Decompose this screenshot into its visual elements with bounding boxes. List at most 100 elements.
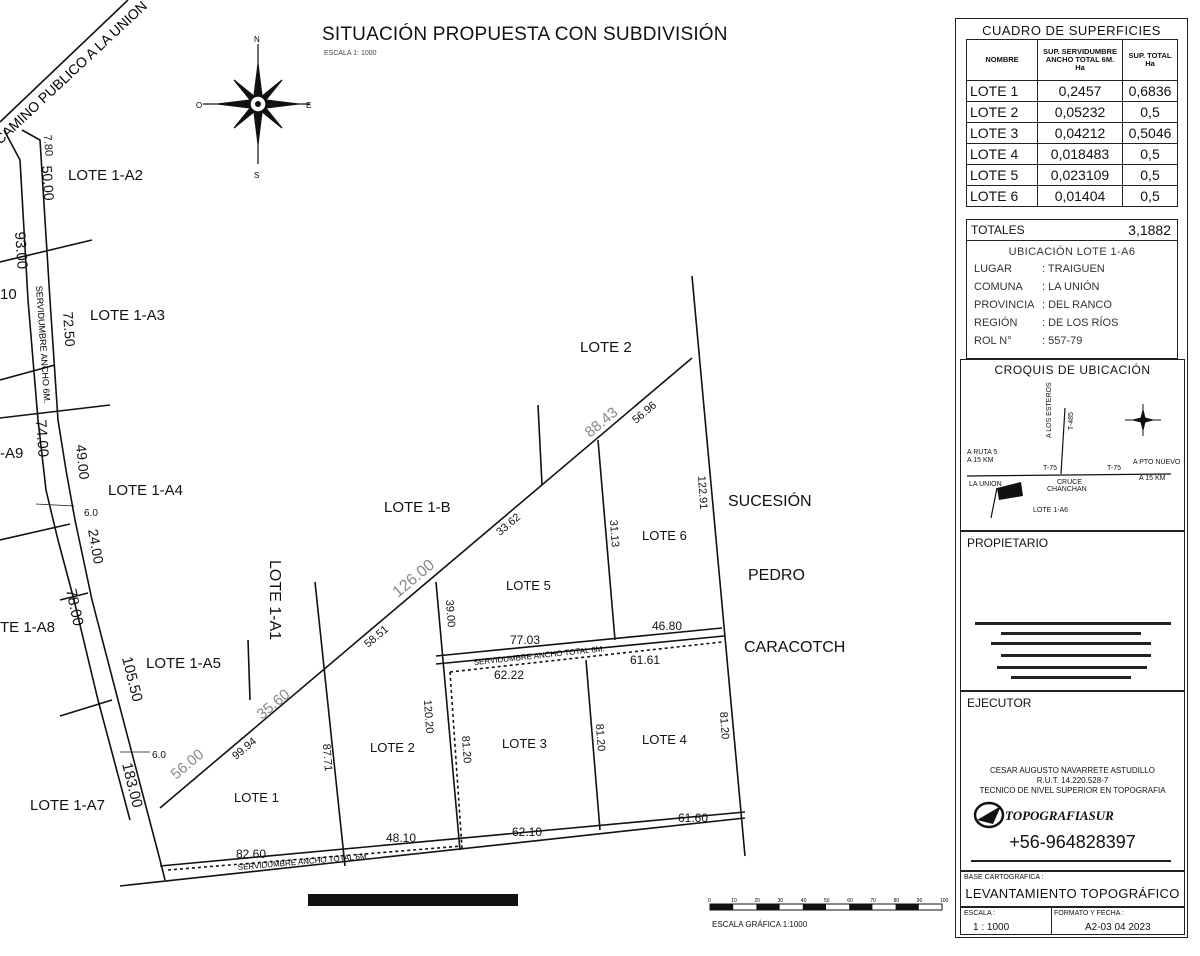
dim-label: 62.22 [494, 668, 524, 682]
scale-tick-label: 20 [754, 898, 760, 904]
croquis-title: CROQUIS DE UBICACIÓN [994, 363, 1151, 377]
total-cell: 0,5 [1122, 185, 1178, 207]
servidumbre-cell: 0,023109 [1037, 164, 1123, 186]
dim-label: 61.61 [630, 653, 660, 667]
parcel-line [59, 592, 89, 601]
ejecutor-rut: R.U.T. 14.220.528-7 [1036, 776, 1109, 785]
lote-name-cell: LOTE 5 [966, 164, 1038, 186]
lot-label-2: LOTE 2 [370, 740, 415, 755]
dim-label: 183.00 [118, 761, 146, 810]
croquis-label: CHANCHAN [1047, 486, 1087, 493]
servidumbre-line [159, 811, 746, 867]
lote-name-cell: LOTE 1 [966, 80, 1038, 102]
dim-label: 39.00 [443, 599, 457, 627]
neighbor-line-1: SUCESIÓN [728, 491, 812, 510]
dim-label: 77.03 [510, 633, 540, 647]
servidumbre-cell: 0,018483 [1037, 143, 1123, 165]
redacted-text [308, 894, 518, 906]
dim-label: 72.50 [60, 311, 78, 347]
lot-label-a5: LOTE 1-A5 [146, 655, 221, 672]
escala-cell: ESCALA : 1 : 1000 [961, 908, 1052, 934]
servidumbre-dashed [449, 641, 723, 673]
scale-tick-label: 70 [870, 898, 876, 904]
dim-label: 122.91 [695, 475, 709, 509]
scale-tick-label: 60 [847, 898, 853, 904]
redacted-text [997, 666, 1147, 669]
servidumbre-cell: 0,2457 [1037, 80, 1123, 102]
bottom-boundary [119, 817, 746, 887]
lot-line [537, 404, 543, 486]
total-cell: 0,5046 [1122, 122, 1178, 144]
dim-label: 56.96 [630, 399, 659, 426]
ubicacion-row: ROL N° : 557-79 [974, 335, 1082, 347]
servidumbre-dashed [167, 845, 463, 871]
lot-label-a9: -A9 [0, 445, 23, 462]
neighbor-line-3: CARACOTCH [744, 639, 845, 656]
road-edge-line [0, 0, 129, 123]
lot-label-a8: TE 1-A8 [0, 619, 55, 636]
croquis-label: A PTO NUEVO [1133, 459, 1181, 466]
croquis-map: A RUTA 5 A 15 KM LA UNION T-75 T-75 CRUC… [966, 382, 1181, 519]
scale-tick-label: 80 [894, 898, 900, 904]
ubicacion-key: ROL N° [974, 335, 1012, 347]
dim-label: 61.60 [678, 811, 708, 825]
scale-tick-label: 30 [778, 898, 784, 904]
base-label: BASE CARTOGRAFICA : [964, 874, 1044, 881]
lot-label-3: LOTE 3 [502, 736, 547, 751]
diagonal-boundary [159, 357, 693, 809]
formato-value: A2-03 04 2023 [1085, 922, 1151, 933]
redacted-text [1011, 676, 1131, 679]
scale-tick-label: 50 [824, 898, 830, 904]
croquis-block: CROQUIS DE UBICACIÓN A RUTA 5 A 15 KM LA… [960, 359, 1185, 531]
title-block-panel: CUADRO DE SUPERFICIES NOMBRE SUP. SERVID… [955, 18, 1188, 938]
scale-tick-label: 10 [731, 898, 737, 904]
ubicacion-row: PROVINCIA: DEL RANCO [974, 299, 1112, 311]
croquis-label: T-75 [1043, 465, 1057, 472]
ubicacion-title: UBICACIÓN LOTE 1-A6 [1008, 246, 1136, 258]
left-boundary-line [21, 129, 166, 881]
servidumbre-cell: 0,04212 [1037, 122, 1123, 144]
scale-tick-label: 40 [801, 898, 807, 904]
surface-table: NOMBRE SUP. SERVIDUMBRE ANCHO TOTAL 6M. … [966, 39, 1178, 207]
total-cell: 0,5 [1122, 164, 1178, 186]
servidumbre-cell: 0,01404 [1037, 185, 1123, 207]
totales-label: TOTALES [971, 223, 1025, 237]
dim-label: 56.00 [168, 746, 208, 783]
lote-name-cell: LOTE 2 [966, 101, 1038, 123]
totales-row: TOTALES 3,1882 [966, 219, 1178, 241]
scale-tick-label: 0 [708, 898, 711, 904]
escala-label: ESCALA : [964, 910, 996, 917]
graphic-scale-label: ESCALA GRÁFICA 1:1000 [712, 920, 808, 929]
ubicacion-key: PROVINCIA [974, 299, 1035, 311]
lot-label-a3: LOTE 1-A3 [90, 307, 165, 324]
lot-label-a1: LOTE 1-A1 [266, 560, 283, 640]
ubicacion-value: : 557-79 [1042, 335, 1083, 347]
header-total: SUP. TOTAL Ha [1122, 39, 1178, 81]
dim-label: 50.00 [39, 165, 57, 201]
dim-label: 35.60 [254, 686, 294, 723]
redacted-text [1001, 654, 1151, 657]
dim-label: 48.10 [386, 831, 416, 845]
svg-text:S: S [254, 171, 259, 180]
lot-label-4: LOTE 4 [642, 732, 687, 747]
ubicacion-row: LUGAR: TRAIGUEN [974, 263, 1105, 275]
lot-label-a7: LOTE 1-A7 [30, 797, 105, 814]
ubicacion-row: REGIÓN: DE LOS RÍOS [974, 317, 1118, 329]
dim-label: 58.51 [362, 623, 391, 650]
ejecutor-title: TECNICO DE NIVEL SUPERIOR EN TOPOGRAFIA [979, 786, 1166, 795]
subdivision-plan: N S E O CAMINO PUBLICO A LA UNION LOTE 1… [0, 0, 949, 911]
base-cartografica-block: BASE CARTOGRAFICA : LEVANTAMIENTO TOPOGR… [960, 871, 1185, 907]
escala-value: 1 : 1000 [973, 922, 1010, 933]
lote-name-cell: LOTE 6 [966, 185, 1038, 207]
servidumbre-cell: 0,05232 [1037, 101, 1123, 123]
lot-line [585, 659, 601, 831]
dim-label: 87.71 [320, 743, 334, 771]
plan-scale-note: ESCALA 1: 1000 [324, 50, 377, 57]
redacted-text [991, 642, 1151, 645]
dim-label: 31.13 [607, 519, 621, 547]
